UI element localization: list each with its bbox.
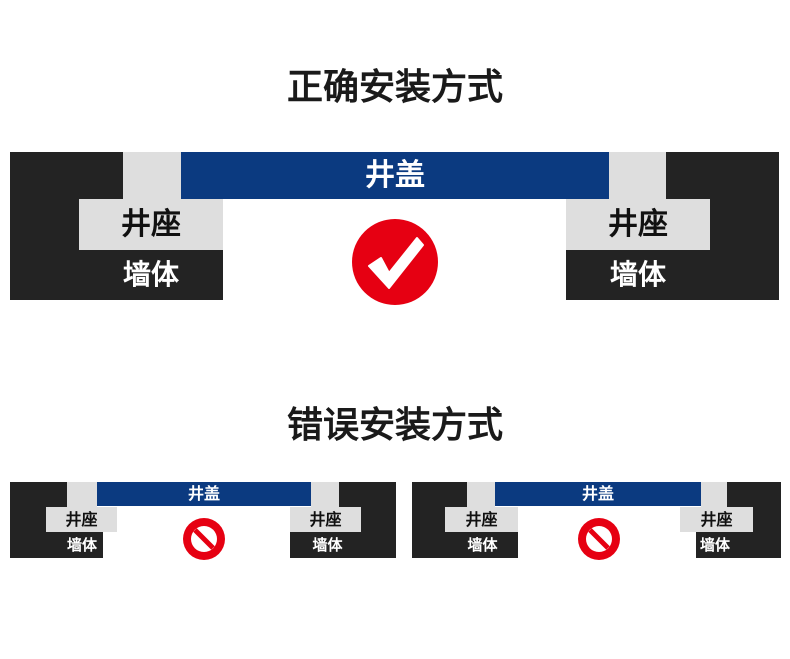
left-seat-label: 井座 [465, 509, 498, 529]
left-seat-upper [123, 152, 181, 200]
right-wall-label: 墙体 [609, 258, 666, 291]
left-seat [445, 507, 518, 532]
manhole-cover [495, 482, 701, 506]
left-seat-upper [467, 482, 495, 507]
prohibited-icon [578, 518, 620, 560]
cover-label: 井盖 [365, 157, 425, 193]
wrong-title: 错误安装方式 [286, 405, 503, 446]
right-seat [566, 199, 710, 250]
left-seat-label: 井座 [65, 509, 98, 529]
prohibited-icon [183, 518, 225, 560]
right-seat [290, 507, 361, 532]
correct-title: 正确安装方式 [286, 67, 503, 108]
left-wall-lower [10, 532, 103, 558]
right-wall-lower [290, 532, 396, 558]
right-wall-label: 墙体 [699, 536, 730, 554]
left-wall-label: 墙体 [467, 536, 498, 554]
left-wall-lower [10, 250, 223, 300]
right-seat-upper [701, 482, 727, 507]
left-seat-label: 井座 [121, 206, 181, 242]
left-wall-lower [412, 532, 518, 558]
left-seat [46, 507, 117, 532]
left-wall-label: 墙体 [122, 258, 179, 291]
check-circle-icon [352, 219, 438, 305]
right-wall-lower [566, 250, 779, 300]
cover-label: 井盖 [187, 484, 220, 503]
right-seat-upper [609, 152, 666, 200]
cover-label: 井盖 [581, 484, 614, 503]
left-seat [79, 199, 223, 250]
right-seat-label: 井座 [608, 206, 668, 242]
right-wall-lower [696, 532, 781, 558]
right-seat-label: 井座 [700, 509, 733, 529]
right-seat [680, 507, 753, 532]
manhole-cover [181, 152, 609, 199]
manhole-cover [97, 482, 311, 506]
right-seat-upper [311, 482, 339, 507]
left-wall-label: 墙体 [66, 536, 97, 554]
right-seat-label: 井座 [309, 509, 342, 529]
left-seat-upper [67, 482, 97, 507]
right-wall-label: 墙体 [312, 536, 343, 554]
